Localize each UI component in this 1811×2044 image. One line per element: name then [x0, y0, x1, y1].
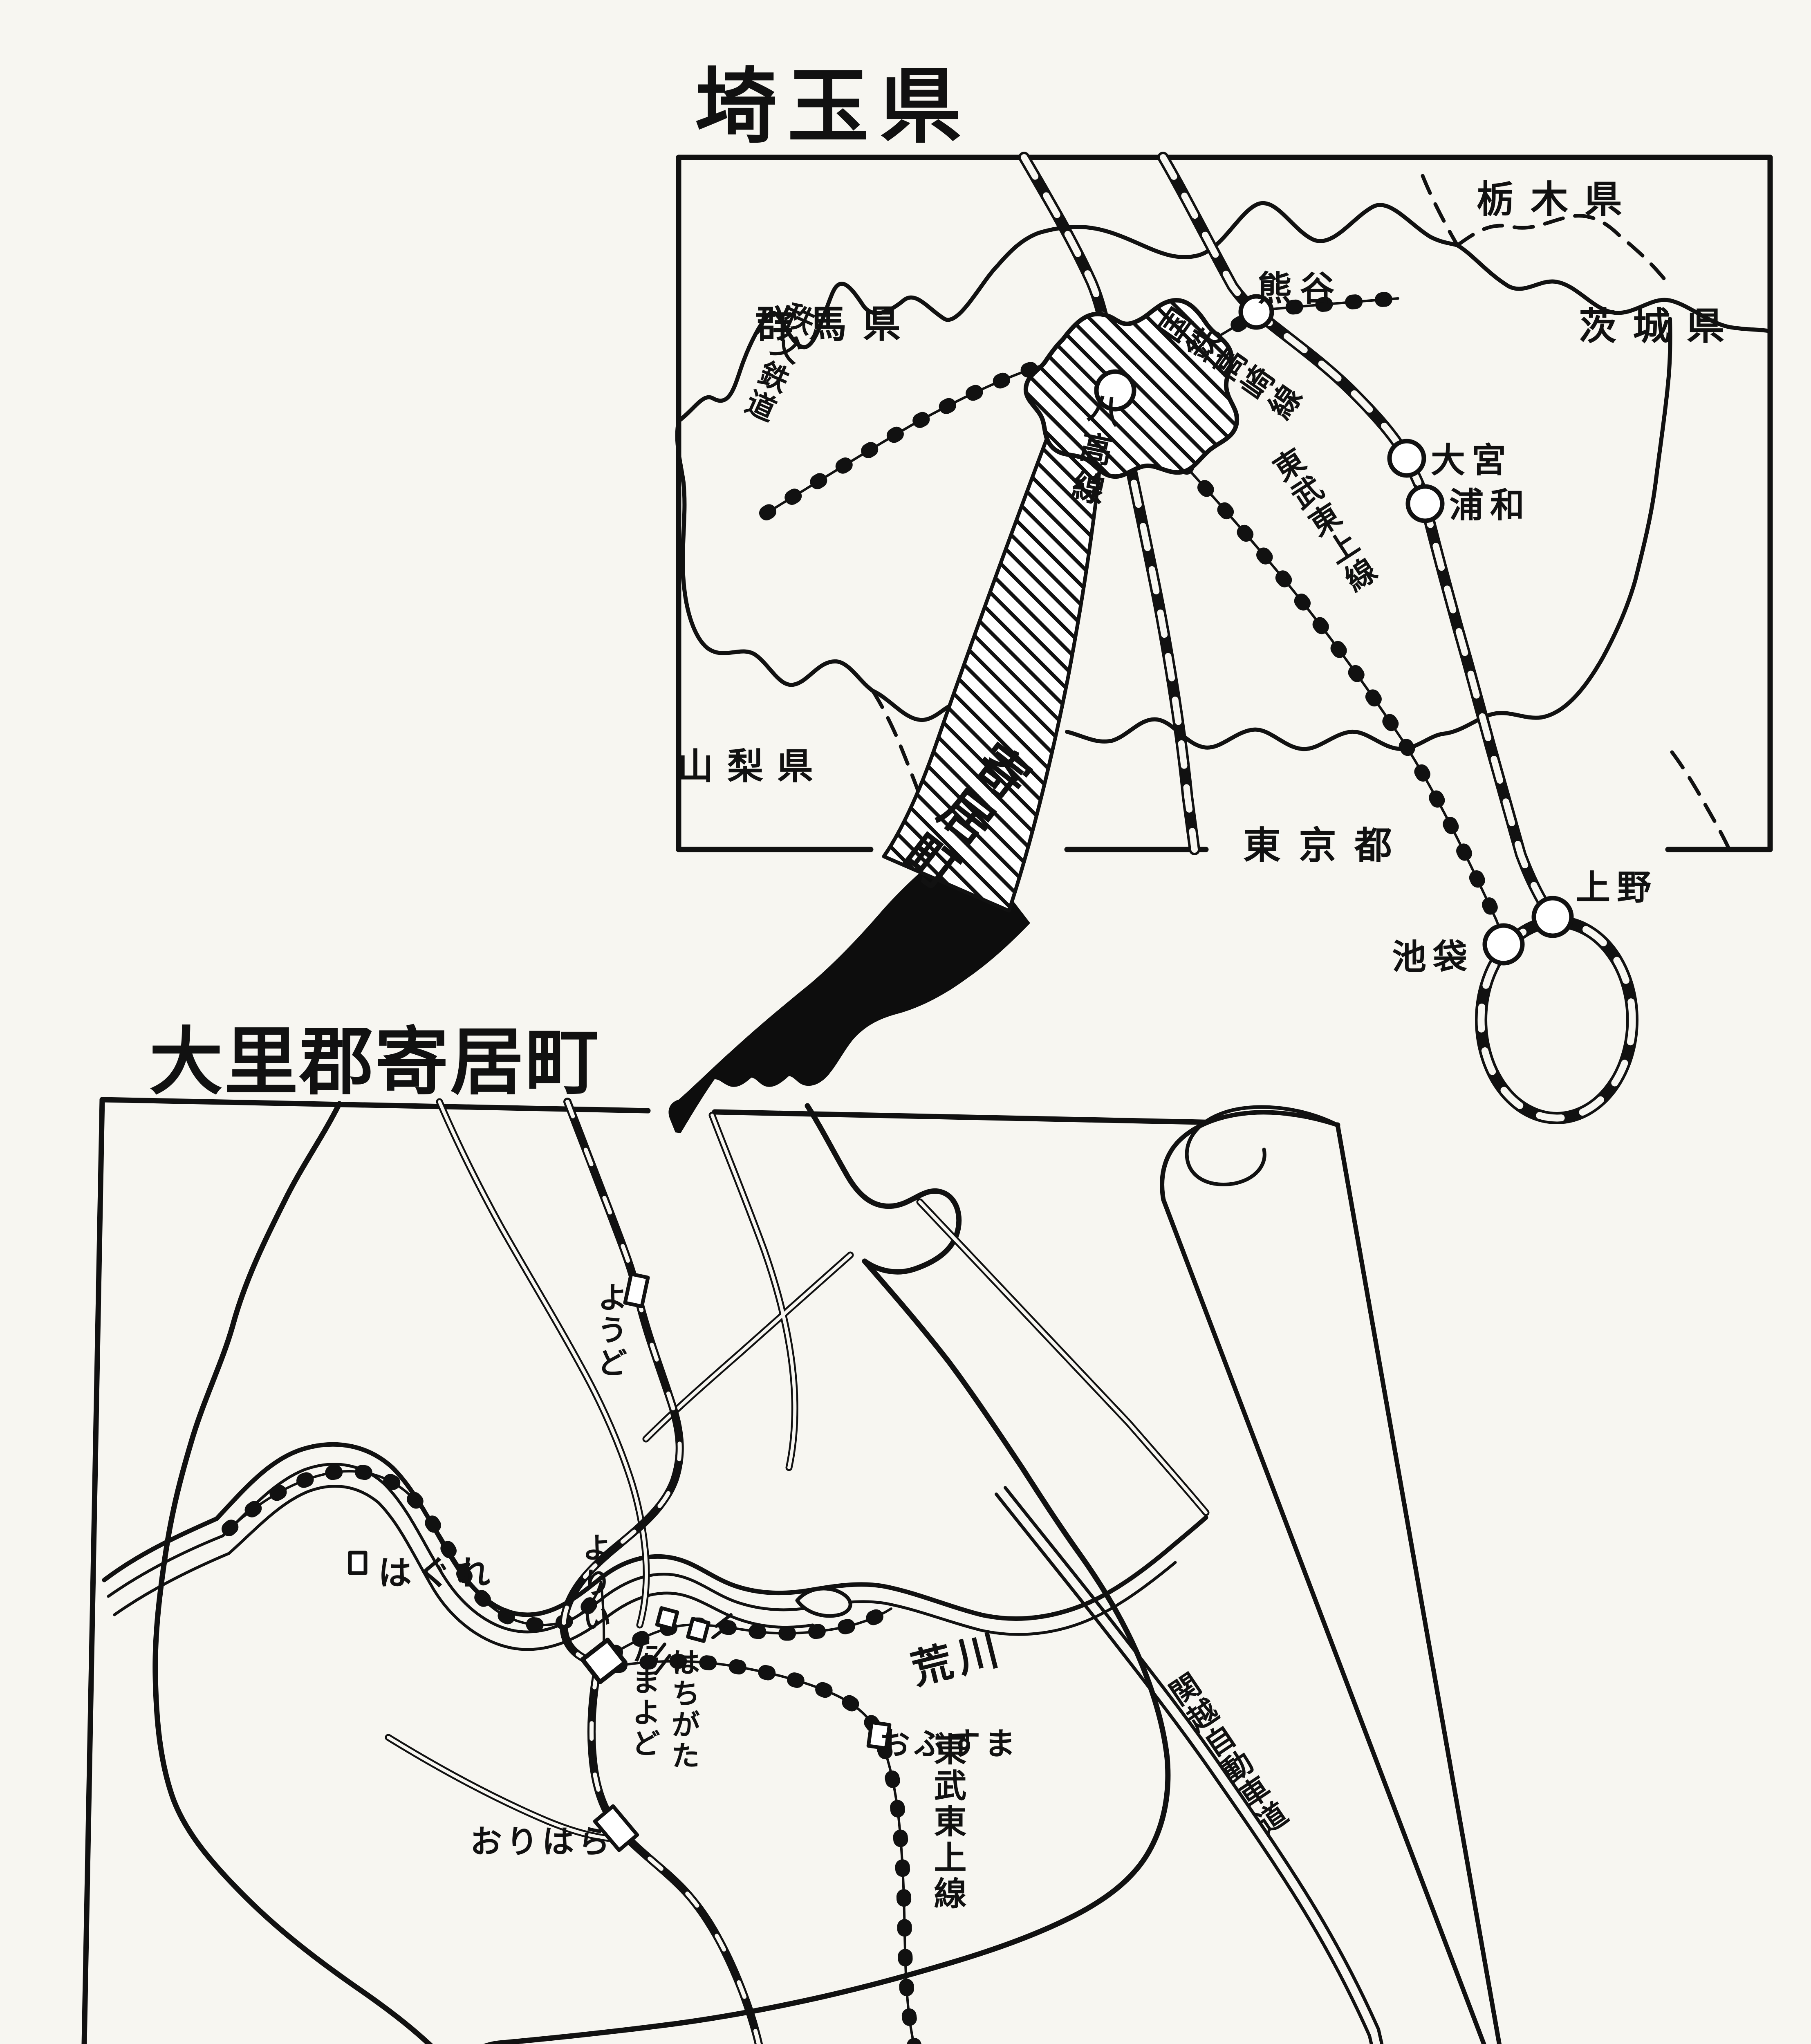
yorii-wedge-callout [882, 405, 1105, 913]
label-tochigi: 栃木県 [1477, 179, 1638, 221]
prefecture-boundary-lines [675, 201, 1772, 751]
pointing-hand-icon [668, 838, 1030, 1133]
arakawa-river-lines [102, 1442, 1208, 1651]
page-curl-roll [1185, 1105, 1340, 1187]
hachiko-railway-bottom [560, 1098, 763, 2044]
station-markers-top [1094, 294, 1574, 966]
station-marker [655, 1606, 679, 1631]
station-marker [623, 1272, 650, 1309]
label-yamanashi: 山梨県 [677, 746, 827, 787]
label-tobu-tojo-bottom: 東武東上線 [930, 1732, 967, 1912]
station-marker [1405, 484, 1445, 523]
station-marker [1238, 294, 1274, 330]
label-kumagaya: 熊谷 [1257, 269, 1343, 308]
station-marker [1387, 439, 1426, 478]
label-leader-dashes [649, 1613, 733, 1675]
station-marker [1094, 369, 1136, 412]
label-ikebukuro: 池袋 [1392, 938, 1474, 976]
top-map-labels: 群馬県 栃木県 茨城県 山梨県 東京都 熊谷 大宮 浦和 上野 池袋 寄居町 国… [677, 179, 1741, 976]
roads [385, 1098, 1210, 1843]
label-hachigata: はちがた [668, 1647, 699, 1772]
label-gunma: 群馬県 [755, 304, 917, 345]
town-boundary-line [152, 1101, 1171, 2044]
station-marker [580, 1637, 628, 1685]
page-curl [1160, 1105, 1502, 2044]
station-marker [348, 1551, 368, 1575]
label-orihara: おりはら [470, 1824, 614, 1860]
tobu-tojo-railway-bottom [610, 1654, 921, 2044]
chichibu-railway-bottom [222, 1464, 899, 1661]
bottom-map-title: 大里郡寄居町 [149, 1021, 601, 1103]
label-kanetsu-expressway: 関越自動車道 [1161, 1668, 1293, 1842]
tobu-tojo-railway-top [1137, 414, 1511, 952]
station-marker [593, 1804, 639, 1852]
titles: 埼玉県 大里郡寄居町 [149, 61, 972, 1103]
kanetsu-expressway-lines [995, 1486, 1384, 2044]
label-tamayodo: たまよど [628, 1635, 660, 1759]
label-omiya: 大宮 [1431, 441, 1513, 480]
top-map-frame [676, 155, 1773, 852]
label-yorii: よりい [577, 1532, 610, 1638]
station-marker [1482, 923, 1525, 966]
label-ueno: 上野 [1576, 868, 1658, 907]
page-curl-cone [1160, 1110, 1502, 2044]
bottom-map: ようど はぐれ よりい たまよど はちがた おぶすま おりはら 荒川 関越自動車… [81, 1097, 1384, 2044]
label-ibaraki: 茨城県 [1579, 306, 1741, 347]
label-hagure: はぐれ [378, 1555, 496, 1592]
label-urawa: 浦和 [1449, 486, 1531, 524]
tamayodo-pond [795, 1587, 852, 1618]
takasaki-railway [1157, 152, 1558, 923]
label-tokyo: 東京都 [1243, 825, 1410, 867]
station-markers-bottom [348, 1272, 892, 1852]
top-map-title: 埼玉県 [695, 61, 972, 152]
label-arakawa-river: 荒川 [907, 1626, 1008, 1693]
station-marker [686, 1617, 711, 1643]
label-obusuma: おぶすま [879, 1727, 1020, 1762]
station-marker [1531, 896, 1574, 938]
station-marker [866, 1720, 892, 1750]
label-yodo: ようど [593, 1282, 627, 1380]
